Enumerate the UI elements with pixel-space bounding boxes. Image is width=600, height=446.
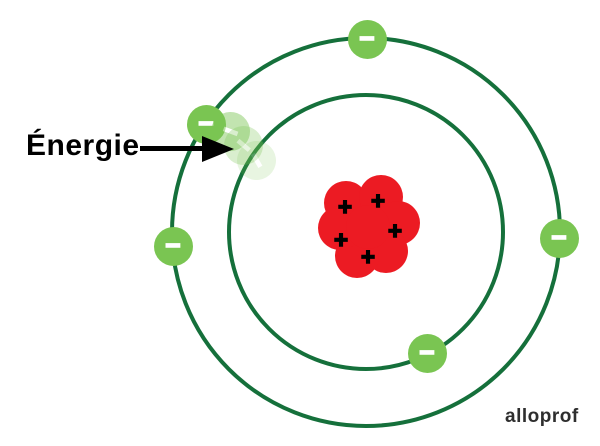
alloprof-logo: alloprof xyxy=(505,406,579,427)
electron-inner-bottom: − xyxy=(407,333,447,373)
proton-plus-sign: + xyxy=(333,227,349,254)
electron-outer-right: − xyxy=(539,218,579,258)
electron-outer-top: − xyxy=(347,19,387,59)
electron-minus-sign: − xyxy=(418,337,435,367)
proton-plus-sign: + xyxy=(360,244,376,271)
electron-minus-sign: − xyxy=(358,23,375,53)
electron-minus-sign: − xyxy=(550,222,567,252)
proton-plus-sign: + xyxy=(337,194,353,221)
proton-plus-sign: + xyxy=(387,218,403,245)
electron-minus-sign: − xyxy=(164,230,181,260)
proton-plus-sign: + xyxy=(370,188,386,215)
nucleus-lobe xyxy=(346,205,390,249)
electron-minus-sign: − xyxy=(239,145,274,175)
energy-arrow-head-icon xyxy=(202,136,234,162)
electron-minus-sign: − xyxy=(197,108,214,138)
electron-outer-left: − xyxy=(153,226,193,266)
energy-label: Énergie xyxy=(26,129,140,162)
energy-arrow-shaft xyxy=(140,146,204,151)
